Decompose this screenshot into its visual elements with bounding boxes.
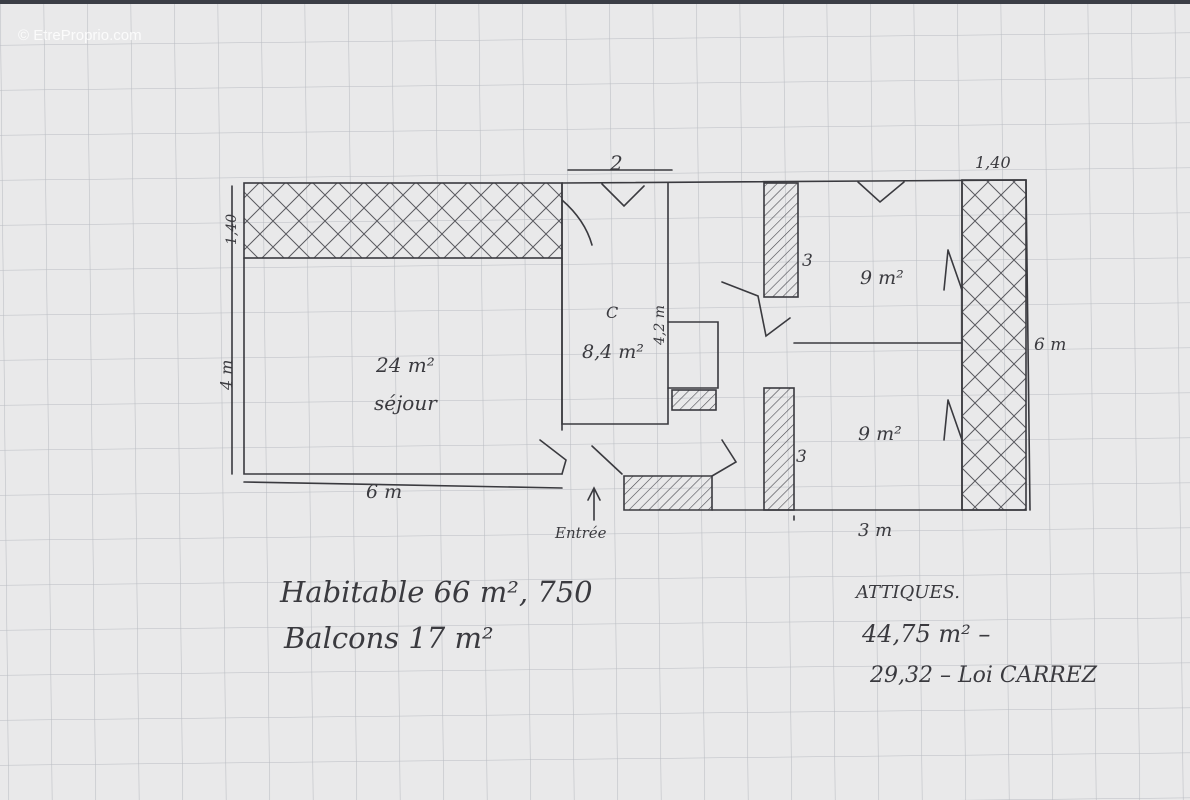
attiques-title: ATTIQUES.: [854, 582, 960, 603]
dim-label-top-right: 1,40: [975, 153, 1011, 172]
room-bedroom-top-area: 9 m²: [860, 267, 904, 289]
entrance-label: Entrée: [554, 524, 607, 542]
door-arc-hall: [711, 439, 738, 477]
dim-label-right-height: 6 m: [1034, 335, 1066, 355]
attiques-area-1: 44,75 m² –: [861, 620, 990, 648]
window-bedroom: [857, 181, 905, 204]
attiques-area-2: 29,32 – Loi CARREZ: [869, 663, 1098, 688]
top-wall: [561, 179, 1027, 184]
dim-right-vertical: [1025, 179, 1031, 511]
dim-label-closet-upper: 3: [802, 251, 813, 271]
room-bedroom-bottom-area: 9 m²: [858, 423, 902, 445]
closet-upper: [763, 182, 799, 298]
door-arc-entry-right: [591, 445, 623, 475]
door-arc-entry-left: [539, 439, 567, 475]
entrance-arrow: [587, 486, 601, 521]
room-kitchen-letter: C: [606, 303, 618, 322]
door-arc-living: [561, 199, 593, 246]
door-arc-corridor: [721, 281, 791, 338]
bathtub-fixture: [671, 389, 717, 411]
window-kitchen: [601, 183, 645, 208]
paper-top-edge: [0, 0, 1190, 4]
dim-label-top-middle: 2: [609, 151, 623, 175]
watermark-text: © EtreProprio.com: [18, 27, 142, 44]
balcony-right: [961, 179, 1027, 511]
dim-label-bottom-left: 6 m: [366, 481, 402, 503]
corridor-walls: [623, 475, 713, 511]
balcony-left: [243, 182, 563, 259]
dim-label-left-height: 4 m: [217, 360, 236, 391]
summary-habitable: Habitable 66 m², 750: [279, 575, 593, 609]
dim-label-room-c: 4,2 m: [652, 305, 668, 346]
room-living-area: 24 m²: [375, 353, 435, 377]
closet-lower: [763, 387, 795, 511]
dim-label-bottom-right: 3 m: [858, 520, 892, 541]
door-arc-bedroom-top: [943, 249, 963, 291]
door-arc-bedroom-bottom: [943, 399, 963, 441]
dim-bottom-left: [243, 481, 563, 489]
kitchen-walls: [561, 182, 669, 425]
dim-label-closet-lower: 3: [796, 447, 807, 467]
dim-label-balcony-depth: 1,40: [224, 214, 240, 245]
room-living-name: séjour: [374, 391, 438, 415]
bathroom-walls: [667, 321, 719, 389]
room-kitchen-area: 8,4 m²: [582, 341, 644, 363]
summary-balcons: Balcons 17 m²: [283, 621, 494, 655]
